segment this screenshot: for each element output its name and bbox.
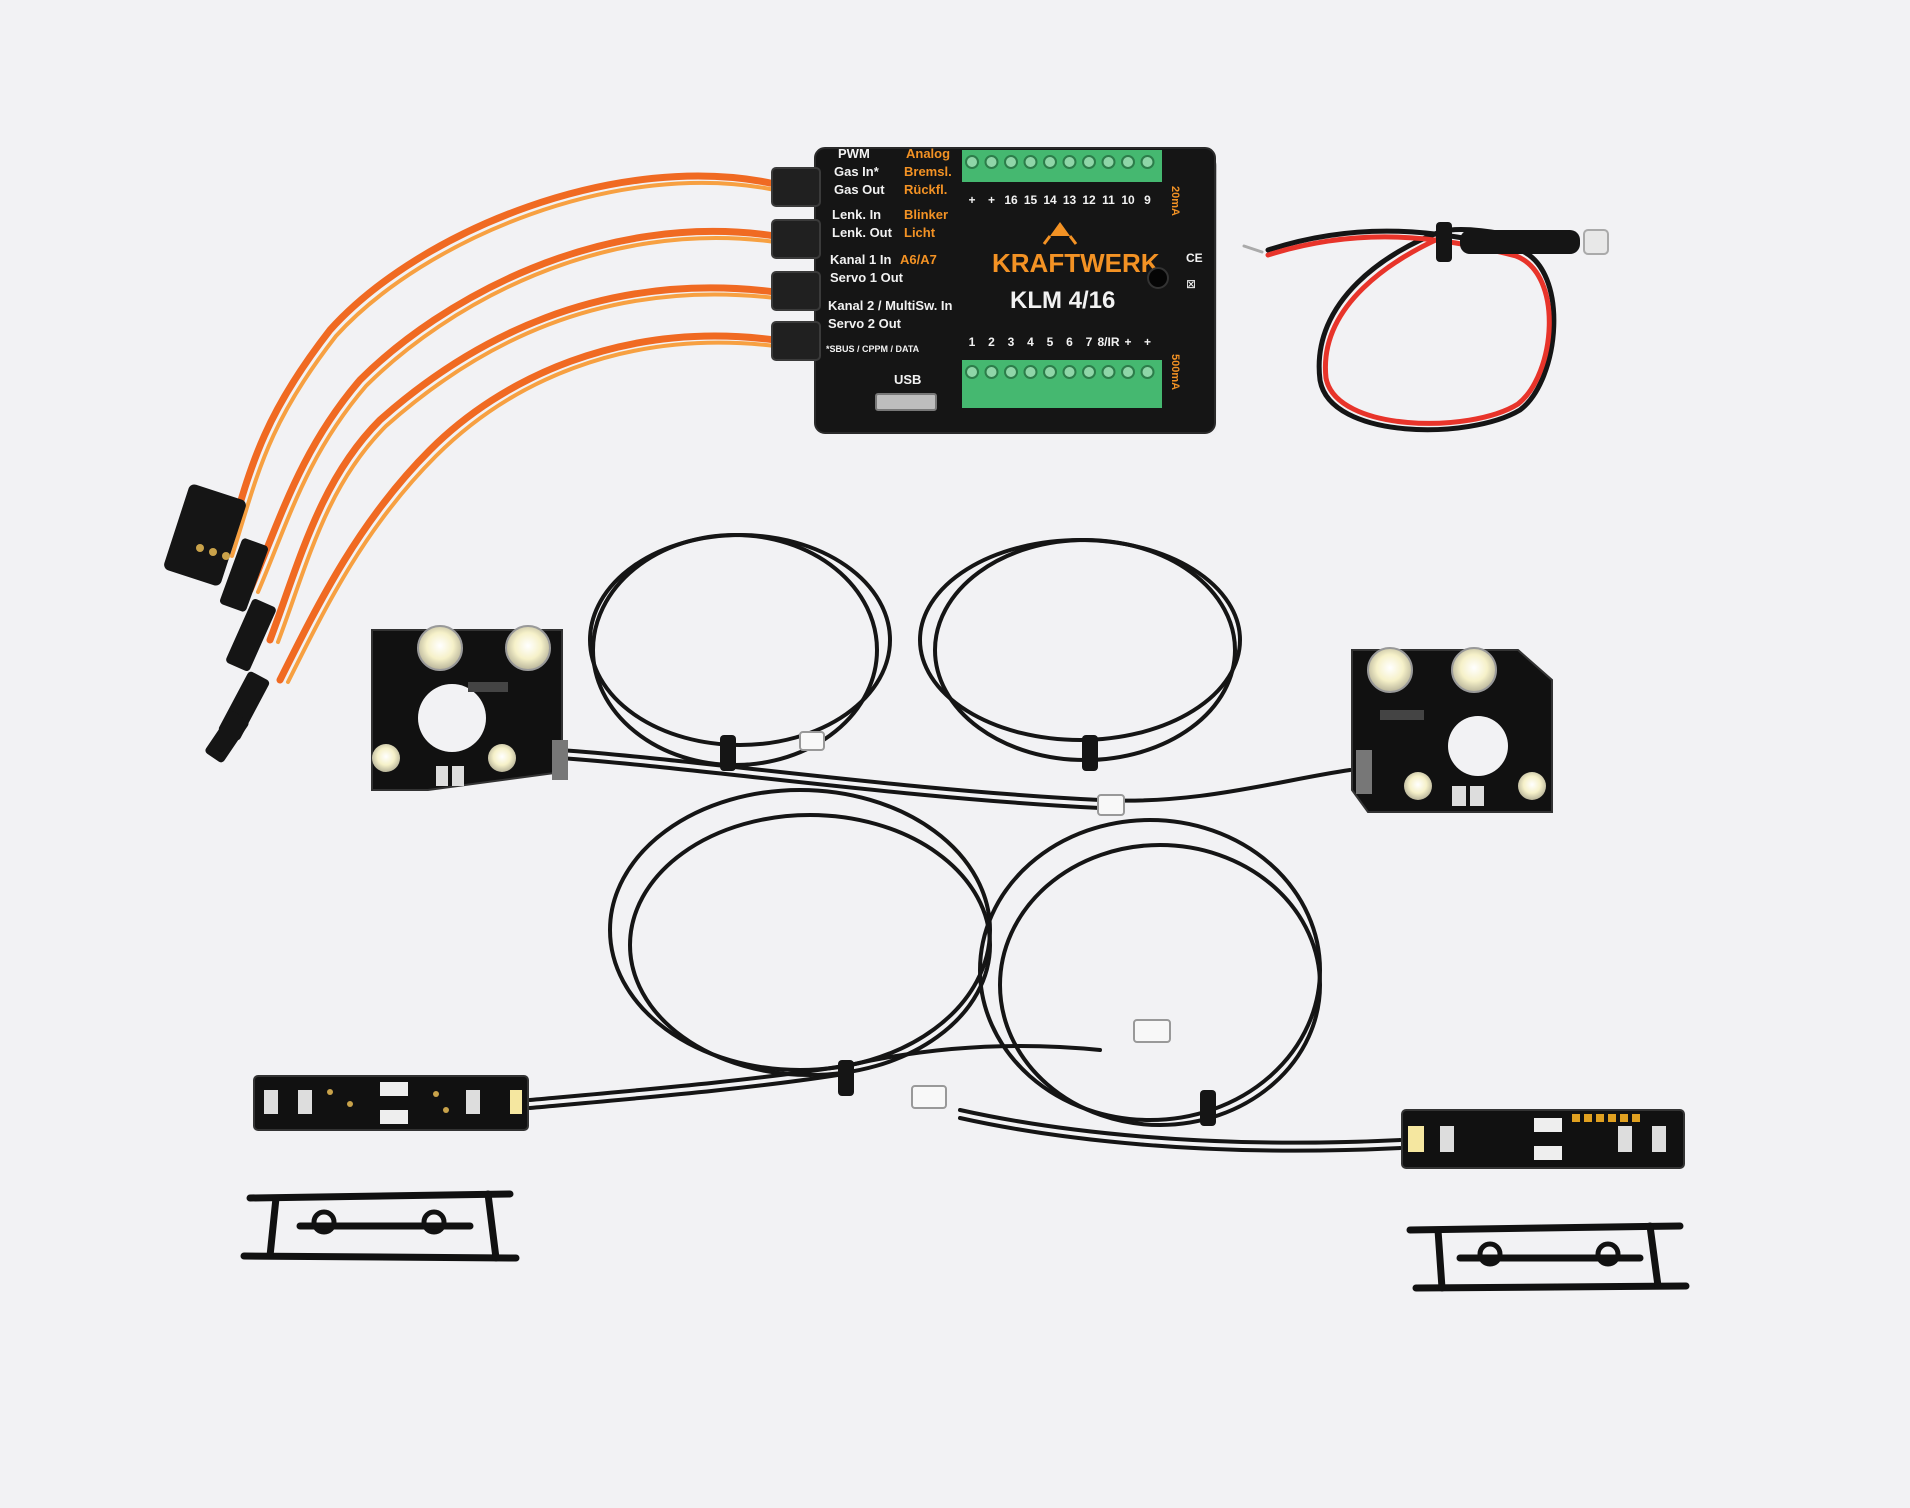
pin-number: 11 bbox=[1102, 193, 1115, 207]
weee-icon: ⊠ bbox=[1186, 277, 1196, 291]
svg-text:A6/A7: A6/A7 bbox=[900, 252, 937, 267]
pin-number: 15 bbox=[1024, 193, 1038, 207]
terminal-screw bbox=[965, 155, 979, 169]
top-pin-numbers: + +16 15 14 13 12 11 10 9 bbox=[968, 193, 1151, 207]
pin-number: 10 bbox=[1121, 193, 1135, 207]
pin-number: 12 bbox=[1082, 193, 1096, 207]
current-bottom: 500mA bbox=[1169, 354, 1181, 390]
pin-number: 7 bbox=[1086, 335, 1093, 349]
svg-text:Licht: Licht bbox=[904, 225, 936, 240]
pin-number: 2 bbox=[988, 335, 995, 349]
terminal-screw bbox=[1062, 155, 1077, 169]
svg-text:Gas In*: Gas In* bbox=[834, 164, 880, 179]
svg-text:Servo 2 Out: Servo 2 Out bbox=[828, 316, 902, 331]
port-label-1: PWM Gas In* Gas Out Analog Bremsl. Rückf… bbox=[834, 146, 952, 197]
svg-text:Kanal 1 In: Kanal 1 In bbox=[830, 252, 891, 267]
terminal-screw bbox=[1023, 365, 1038, 379]
pin-number: 9 bbox=[1144, 193, 1151, 207]
svg-text:Lenk. Out: Lenk. Out bbox=[832, 225, 893, 240]
terminal-strip-top bbox=[962, 150, 1162, 182]
svg-text:KRAFTWERK: KRAFTWERK bbox=[992, 248, 1160, 278]
pin-number: 1 bbox=[969, 335, 976, 349]
svg-text:Bremsl.: Bremsl. bbox=[904, 164, 952, 179]
terminal-screw bbox=[1082, 155, 1096, 169]
model-name: KLM 4/16 bbox=[1010, 287, 1115, 314]
svg-text:Analog: Analog bbox=[906, 146, 950, 161]
terminal-screw bbox=[1140, 155, 1155, 169]
black-cables bbox=[528, 533, 1402, 1153]
svg-text:PWM: PWM bbox=[838, 146, 870, 161]
terminal-screw bbox=[984, 155, 999, 169]
mounting-frame-right bbox=[1406, 1222, 1690, 1292]
current-top: 20mA bbox=[1169, 186, 1181, 216]
ce-mark: CE bbox=[1186, 251, 1203, 265]
pin-number: 16 bbox=[1004, 193, 1018, 207]
svg-text:Rückfl.: Rückfl. bbox=[904, 182, 947, 197]
terminal-screw bbox=[1062, 365, 1077, 379]
taillight-strip-left bbox=[253, 1075, 529, 1131]
pin-number: 5 bbox=[1047, 335, 1054, 349]
taillight-strip-right bbox=[1401, 1109, 1685, 1169]
terminal-screw bbox=[965, 365, 979, 379]
cable-ties bbox=[720, 735, 1216, 1126]
port-label-4: Kanal 2 / MultiSw. In Servo 2 Out bbox=[828, 298, 953, 331]
terminal-screw bbox=[1121, 155, 1135, 169]
headlight-board-right bbox=[1351, 647, 1553, 813]
mounting-frame-left bbox=[240, 1190, 520, 1262]
svg-text:Gas Out: Gas Out bbox=[834, 182, 885, 197]
terminal-screw bbox=[1043, 365, 1057, 379]
pin-number: 3 bbox=[1008, 335, 1015, 349]
pin-number: 13 bbox=[1063, 193, 1077, 207]
terminal-screw bbox=[1082, 365, 1096, 379]
pin-number: + bbox=[988, 193, 995, 207]
terminal-screw bbox=[1101, 155, 1116, 169]
pin-number: + bbox=[1124, 335, 1131, 349]
sbus-note: *SBUS / CPPM / DATA bbox=[826, 344, 920, 354]
terminal-screw bbox=[984, 365, 999, 379]
svg-text:Blinker: Blinker bbox=[904, 207, 948, 222]
terminal-screw bbox=[1121, 365, 1135, 379]
terminal-screw bbox=[1043, 155, 1057, 169]
servo-plugs bbox=[164, 484, 276, 763]
svg-text:Kanal 2 / MultiSw. In: Kanal 2 / MultiSw. In bbox=[828, 298, 953, 313]
svg-text:Servo 1 Out: Servo 1 Out bbox=[830, 270, 904, 285]
red-led-cable bbox=[1242, 222, 1609, 433]
servo-cables bbox=[221, 172, 779, 684]
pin-number: 8/IR bbox=[1097, 335, 1119, 349]
pin-number: 14 bbox=[1043, 193, 1057, 207]
port-label-3: Kanal 1 In Servo 1 Out A6/A7 bbox=[830, 252, 937, 285]
pin-number: 4 bbox=[1027, 335, 1034, 349]
port-label-2: Lenk. In Lenk. Out Blinker Licht bbox=[832, 207, 948, 240]
jst-connectors bbox=[799, 731, 1171, 1109]
terminal-strip-bottom bbox=[962, 360, 1162, 408]
terminal-screw bbox=[1004, 365, 1018, 379]
servo-port-sockets bbox=[771, 167, 821, 361]
pin-number: + bbox=[1144, 335, 1151, 349]
terminal-screw bbox=[1023, 155, 1038, 169]
pin-number: 6 bbox=[1066, 335, 1073, 349]
usb-label: USB bbox=[894, 372, 921, 387]
ir-sensor bbox=[1147, 267, 1169, 289]
headlight-board-left bbox=[371, 625, 568, 791]
terminal-screw bbox=[1004, 155, 1018, 169]
pin-number: + bbox=[968, 193, 975, 207]
usb-port bbox=[875, 393, 937, 411]
terminal-screw bbox=[1101, 365, 1116, 379]
svg-text:Lenk. In: Lenk. In bbox=[832, 207, 881, 222]
terminal-screw bbox=[1140, 365, 1155, 379]
kraftwerk-logo: KRAFTWERK bbox=[992, 222, 1160, 278]
